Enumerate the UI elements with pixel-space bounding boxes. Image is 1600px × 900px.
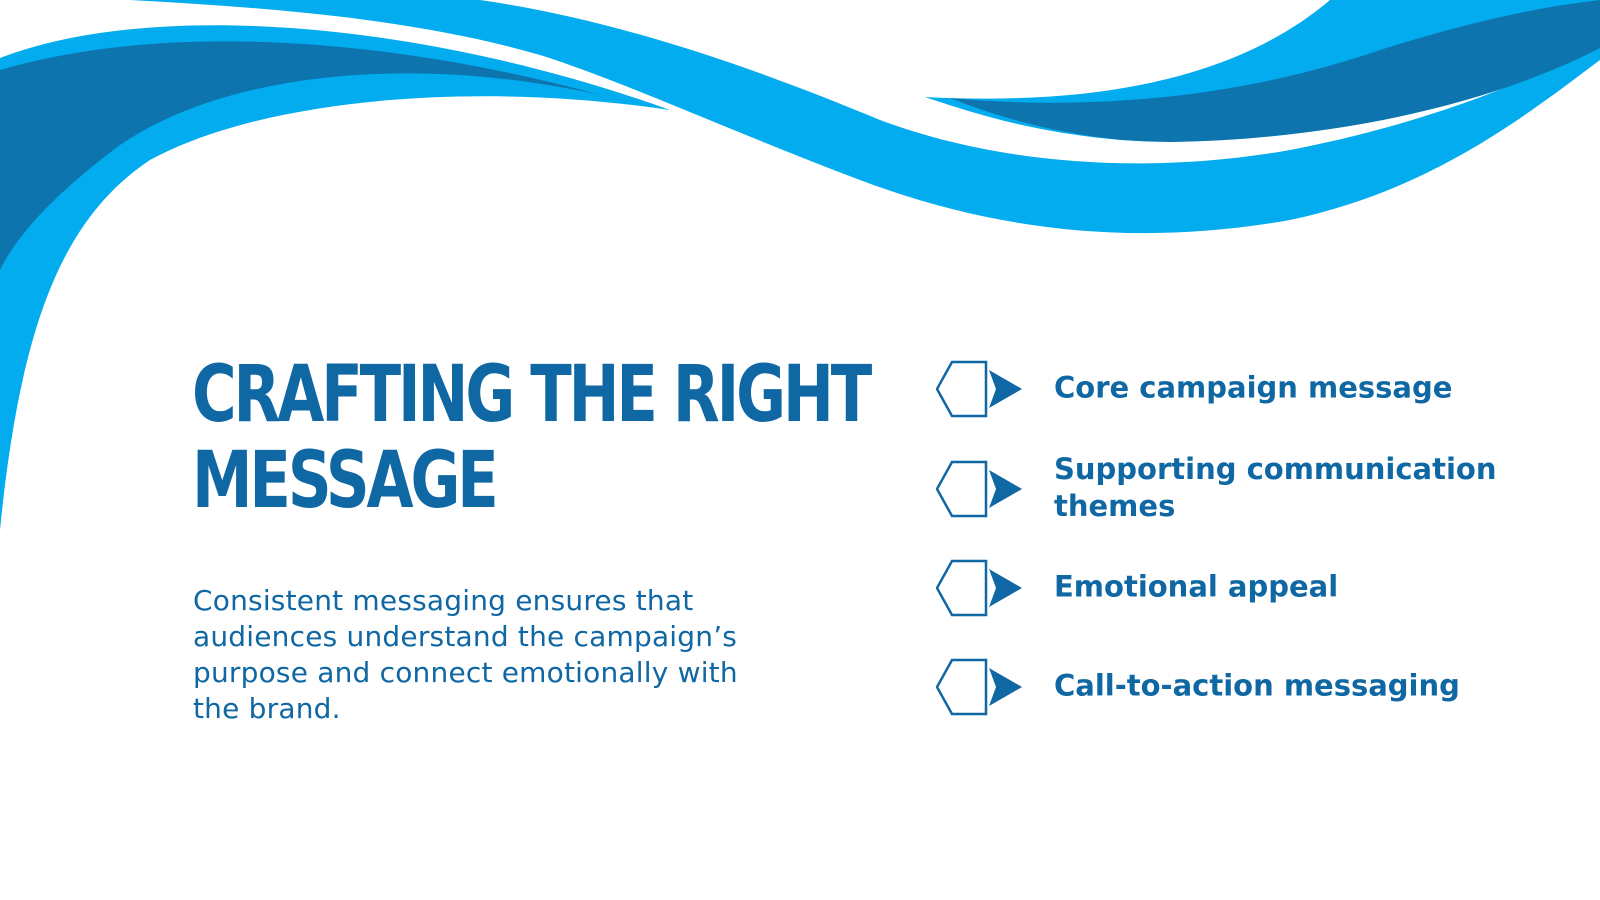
wave-left-dark <box>0 41 600 270</box>
title-line-2: message <box>192 436 499 526</box>
title-line-1: Crafting the right <box>192 350 872 440</box>
list-item-supporting-themes: Supporting communication themes <box>936 452 1556 523</box>
wave-band-light <box>130 0 1600 234</box>
list-item-label: Call-to-action messaging <box>1054 668 1460 703</box>
chevron-hexagon-icon <box>936 460 1022 518</box>
list-item-call-to-action: Call-to-action messaging <box>936 651 1556 721</box>
list-item-label: Core campaign message <box>1054 370 1453 405</box>
chevron-hexagon-icon <box>936 658 1022 716</box>
list-item-core-message: Core campaign message <box>936 353 1556 423</box>
list-item-label: Emotional appeal <box>1054 569 1339 604</box>
list-item-emotional-appeal: Emotional appeal <box>936 552 1556 622</box>
chevron-hexagon-icon <box>936 360 1022 418</box>
slide-title: Crafting the right message <box>192 350 872 526</box>
message-list: Core campaign message Supporting communi… <box>936 0 1576 900</box>
chevron-hexagon-icon <box>936 559 1022 617</box>
list-item-label: Supporting communication themes <box>1054 452 1497 523</box>
wave-right-dark <box>950 0 1600 142</box>
body-paragraph: Consistent messaging ensures that audien… <box>193 584 738 725</box>
